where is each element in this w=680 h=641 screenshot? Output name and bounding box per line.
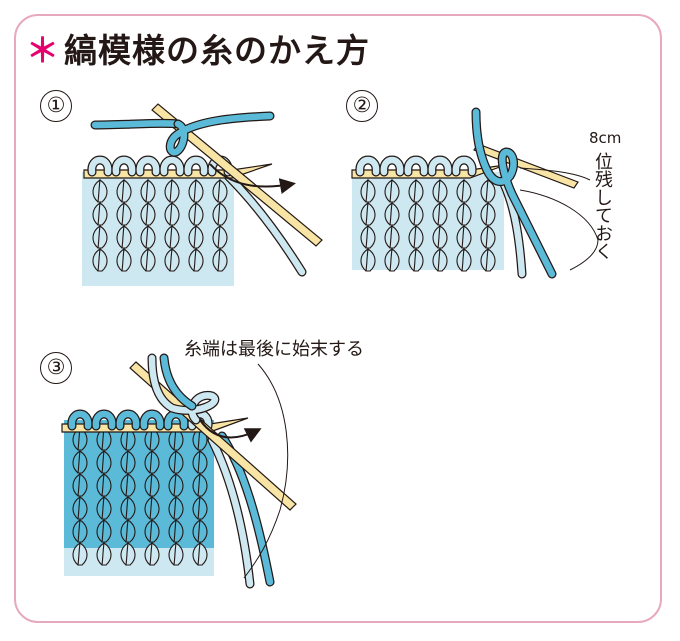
diagram-step-1 bbox=[82, 103, 323, 286]
leader-line bbox=[519, 189, 599, 271]
knit-fabric-light bbox=[64, 548, 214, 576]
step-2-badge: ② bbox=[346, 90, 378, 122]
direction-arrow bbox=[199, 419, 262, 443]
length-label: 8cm bbox=[589, 129, 622, 147]
asterisk-icon: ＊ bbox=[26, 31, 60, 70]
title-text: 縞模様の糸のかえ方 bbox=[64, 31, 370, 70]
finish-note: 糸端は最後に始末する bbox=[184, 339, 364, 360]
step-1-badge: ① bbox=[40, 90, 72, 122]
leader-line bbox=[519, 167, 591, 181]
right-needle bbox=[129, 361, 297, 511]
right-needle bbox=[151, 103, 323, 247]
page-title: ＊縞模様の糸のかえ方 bbox=[26, 34, 370, 67]
leave-instruction: 位残しておく bbox=[592, 152, 613, 260]
step-3-badge: ③ bbox=[40, 352, 72, 384]
direction-arrow bbox=[209, 163, 296, 194]
diagram-step-2 bbox=[351, 107, 599, 279]
diagram-step-3 bbox=[61, 353, 297, 589]
knit-fabric bbox=[352, 172, 504, 270]
needle-loops bbox=[92, 160, 228, 172]
leader-line bbox=[243, 363, 289, 579]
panel-frame bbox=[14, 14, 662, 623]
